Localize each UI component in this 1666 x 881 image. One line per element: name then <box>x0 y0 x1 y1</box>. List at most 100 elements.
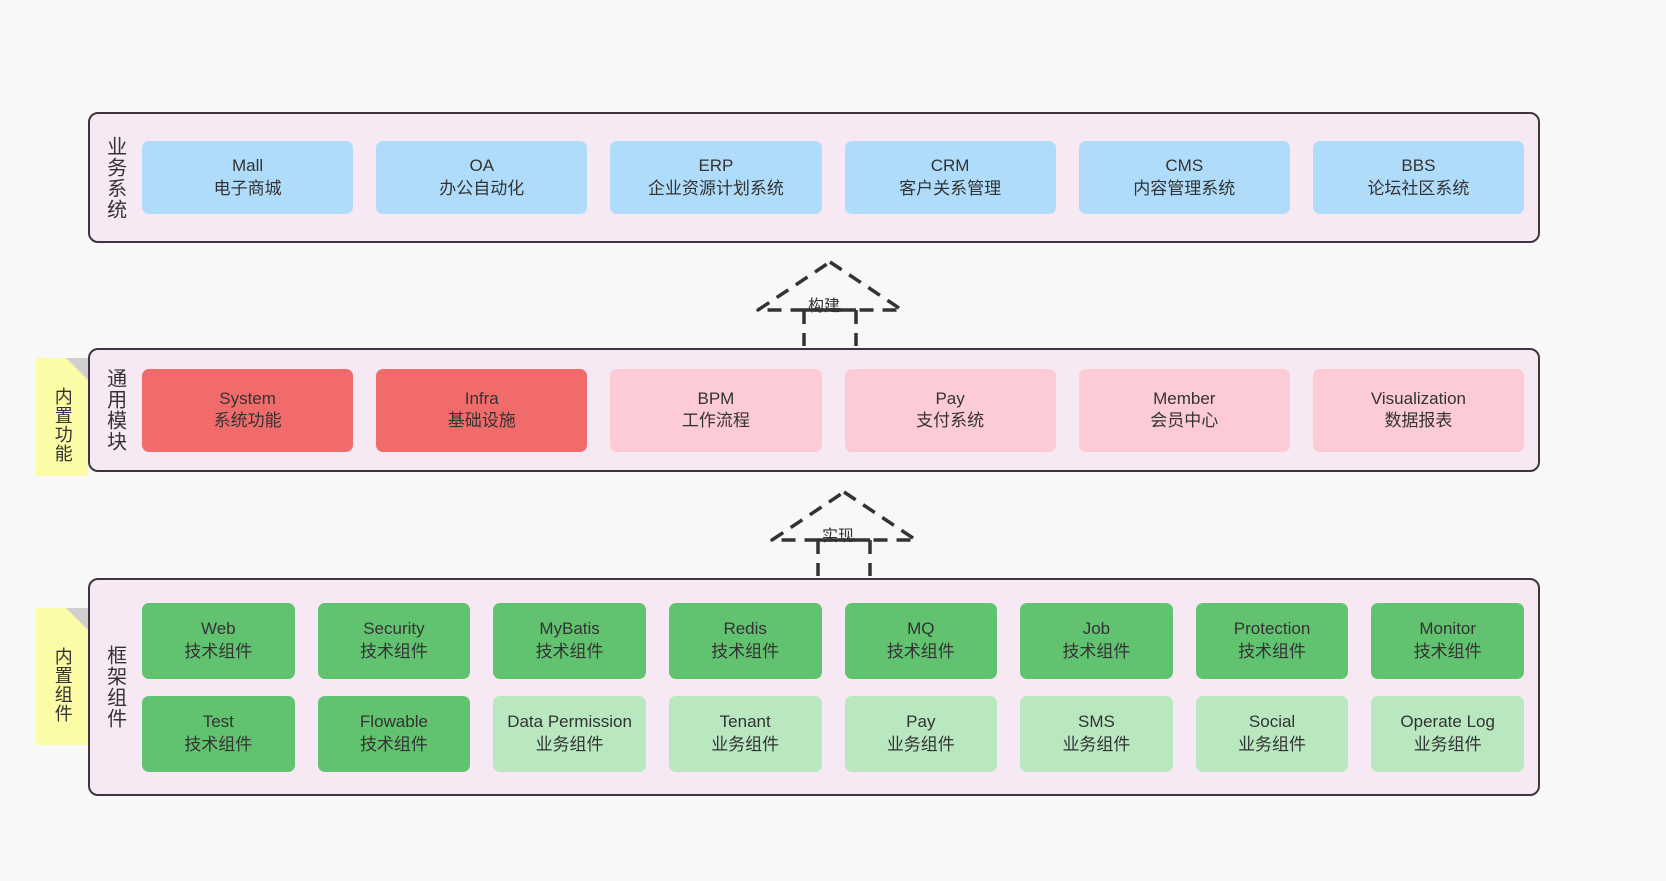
card-row: Web 技术组件 Security 技术组件 MyBatis 技术组件 Redi… <box>142 602 1524 679</box>
card-monitor[interactable]: Monitor 技术组件 <box>1371 602 1524 679</box>
card-social[interactable]: Social 业务组件 <box>1195 695 1349 772</box>
connector-build: 构建 <box>752 258 908 346</box>
card-title-en: Social <box>1248 712 1296 732</box>
card-flowable[interactable]: Flowable 技术组件 <box>317 695 471 772</box>
card-test[interactable]: Test 技术组件 <box>142 695 295 772</box>
generalization-arrow-icon <box>770 490 918 576</box>
card-title-en: OA <box>469 156 495 176</box>
card-crm[interactable]: CRM 客户关系管理 <box>844 141 1056 214</box>
card-title-en: Test <box>202 712 234 732</box>
card-title-cn: 技术组件 <box>535 641 604 661</box>
connector-label-implement: 实现 <box>822 528 855 545</box>
card-title-en: CRM <box>930 156 970 176</box>
card-title-cn: 业务组件 <box>1413 734 1482 754</box>
card-title-en: Redis <box>723 619 767 639</box>
card-redis[interactable]: Redis 技术组件 <box>668 602 822 679</box>
card-title-en: CMS <box>1165 156 1204 176</box>
card-data-permission[interactable]: Data Permission 业务组件 <box>493 695 646 772</box>
card-title-en: Monitor <box>1419 619 1477 639</box>
card-title-cn: 业务组件 <box>535 734 604 754</box>
card-title-cn: 企业资源计划系统 <box>647 178 784 198</box>
card-title-cn: 系统功能 <box>213 411 282 430</box>
card-title-cn: 电子商城 <box>213 178 282 198</box>
card-pay-component[interactable]: Pay 业务组件 <box>844 695 998 772</box>
card-bbs[interactable]: BBS 论坛社区系统 <box>1312 141 1525 214</box>
card-title-en: ERP <box>698 156 734 176</box>
layer-title-business-system: 业务系统 <box>103 135 126 220</box>
card-row: System 系统功能 Infra 基础设施 BPM 工作流程 Pay 支付系统… <box>142 368 1525 452</box>
card-title-cn: 技术组件 <box>1062 641 1131 661</box>
card-tenant[interactable]: Tenant 业务组件 <box>668 695 822 772</box>
card-title-cn: 支付系统 <box>916 411 985 430</box>
card-title-cn: 数据报表 <box>1384 411 1453 430</box>
card-title-en: Mall <box>232 156 264 176</box>
card-web[interactable]: Web 技术组件 <box>142 602 295 679</box>
card-oa[interactable]: OA 办公自动化 <box>376 141 588 214</box>
card-title-cn: 技术组件 <box>886 641 955 661</box>
card-title-en: Flowable <box>359 712 428 732</box>
generalization-arrow-icon <box>756 260 904 346</box>
card-title-en: Pay <box>935 388 965 408</box>
card-title-cn: 论坛社区系统 <box>1367 178 1470 198</box>
card-title-en: BPM <box>697 388 735 408</box>
card-title-en: Pay <box>906 712 936 732</box>
card-title-cn: 客户关系管理 <box>899 178 1002 198</box>
card-title-en: Member <box>1153 388 1216 408</box>
card-system[interactable]: System 系统功能 <box>142 368 354 452</box>
card-title-cn: 业务组件 <box>1062 734 1131 754</box>
card-title-en: SMS <box>1078 712 1115 732</box>
card-title-cn: 技术组件 <box>1413 641 1482 661</box>
card-erp[interactable]: ERP 企业资源计划系统 <box>610 141 822 214</box>
card-title-cn: 内容管理系统 <box>1133 178 1236 198</box>
card-title-en: Job <box>1082 619 1111 639</box>
sticky-note-label: 内置组件 <box>52 646 73 723</box>
connector-label-build: 构建 <box>808 298 841 315</box>
card-security[interactable]: Security 技术组件 <box>317 602 471 679</box>
card-title-cn: 技术组件 <box>184 641 253 661</box>
card-pay-module[interactable]: Pay 支付系统 <box>844 368 1056 452</box>
sticky-note-builtin-function: 内置功能 <box>36 358 88 476</box>
layer-body-business-system: Mall 电子商城 OA 办公自动化 ERP 企业资源计划系统 CRM 客户关系… <box>138 114 1538 241</box>
layer-body-common-module: System 系统功能 Infra 基础设施 BPM 工作流程 Pay 支付系统… <box>138 350 1538 470</box>
card-mall[interactable]: Mall 电子商城 <box>142 141 354 214</box>
card-title-en: Security <box>363 619 425 639</box>
layer-common-module: 通用模块 System 系统功能 Infra 基础设施 BPM 工作流程 Pay… <box>88 348 1540 472</box>
layer-title-common-module: 通用模块 <box>103 368 126 452</box>
card-title-cn: 技术组件 <box>184 734 253 754</box>
card-mq[interactable]: MQ 技术组件 <box>844 602 998 679</box>
card-title-cn: 技术组件 <box>711 641 780 661</box>
card-title-en: Web <box>200 619 236 639</box>
layer-framework-component: 框架组件 Web 技术组件 Security 技术组件 MyBatis 技术组件… <box>88 578 1540 796</box>
card-title-cn: 技术组件 <box>359 734 428 754</box>
card-operate-log[interactable]: Operate Log 业务组件 <box>1371 695 1524 772</box>
card-title-cn: 业务组件 <box>886 734 955 754</box>
card-bpm[interactable]: BPM 工作流程 <box>610 368 822 452</box>
card-row: Test 技术组件 Flowable 技术组件 Data Permission … <box>142 695 1524 772</box>
card-visualization[interactable]: Visualization 数据报表 <box>1312 368 1525 452</box>
card-protection[interactable]: Protection 技术组件 <box>1195 602 1349 679</box>
card-title-en: Infra <box>464 388 499 408</box>
card-title-en: Tenant <box>719 712 771 732</box>
card-infra[interactable]: Infra 基础设施 <box>376 368 588 452</box>
card-title-cn: 业务组件 <box>1238 734 1307 754</box>
card-title-cn: 基础设施 <box>447 411 516 430</box>
card-title-en: MyBatis <box>539 619 600 639</box>
card-title-en: Visualization <box>1370 388 1467 408</box>
card-row: Mall 电子商城 OA 办公自动化 ERP 企业资源计划系统 CRM 客户关系… <box>142 141 1525 214</box>
card-title-en: System <box>219 388 276 408</box>
card-title-cn: 办公自动化 <box>439 178 525 198</box>
card-title-en: MQ <box>907 619 935 639</box>
card-sms[interactable]: SMS 业务组件 <box>1020 695 1173 772</box>
layer-business-system: 业务系统 Mall 电子商城 OA 办公自动化 ERP 企业资源计划系统 CRM… <box>88 112 1540 243</box>
card-title-en: BBS <box>1401 156 1436 176</box>
card-title-cn: 会员中心 <box>1150 411 1219 430</box>
connector-implement: 实现 <box>766 488 922 576</box>
card-member[interactable]: Member 会员中心 <box>1078 368 1290 452</box>
card-title-en: Protection <box>1233 619 1311 639</box>
card-cms[interactable]: CMS 内容管理系统 <box>1078 141 1290 214</box>
card-title-cn: 技术组件 <box>359 641 428 661</box>
card-mybatis[interactable]: MyBatis 技术组件 <box>493 602 646 679</box>
card-job[interactable]: Job 技术组件 <box>1020 602 1173 679</box>
sticky-note-label: 内置功能 <box>52 387 73 463</box>
card-title-en: Data Permission <box>507 712 632 732</box>
